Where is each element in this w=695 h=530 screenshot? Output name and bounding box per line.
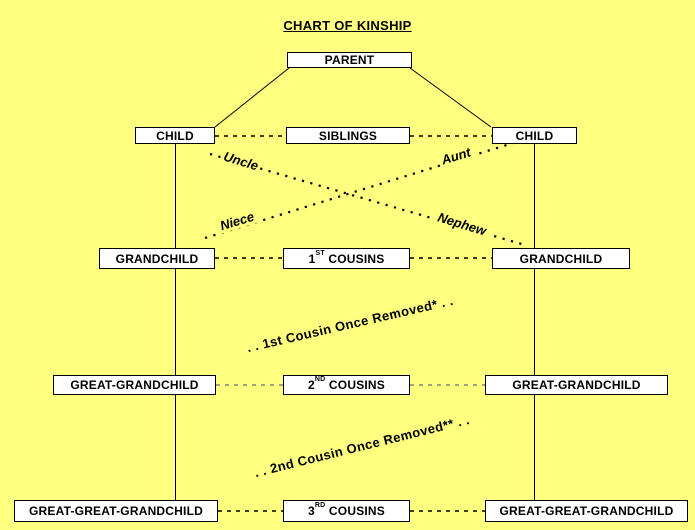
cousins1-ordinal-suffix: ST bbox=[315, 249, 325, 257]
box-child-left: CHILD bbox=[135, 127, 215, 144]
box-1st-cousins: 1ST COUSINS bbox=[283, 248, 410, 269]
box-grandchild-right-label: GRANDCHILD bbox=[519, 251, 603, 266]
box-great-great-grandchild-left: GREAT-GREAT-GRANDCHILD bbox=[14, 500, 218, 522]
box-grandchild-left-label: GRANDCHILD bbox=[115, 251, 199, 266]
box-great-great-grandchild-right: GREAT-GREAT-GRANDCHILD bbox=[485, 500, 688, 522]
box-2nd-cousins: 2ND COUSINS bbox=[283, 375, 410, 395]
box-2nd-cousins-label: 2ND COUSINS bbox=[308, 376, 385, 392]
box-great-grandchild-left: GREAT-GRANDCHILD bbox=[53, 375, 216, 395]
box-3rd-cousins: 3RD COUSINS bbox=[283, 500, 410, 522]
box-child-left-label: CHILD bbox=[156, 128, 194, 143]
niece-aunt-dotted-line bbox=[204, 138, 524, 240]
box-1st-cousins-label: 1ST COUSINS bbox=[308, 249, 385, 266]
box-siblings-label: SIBLINGS bbox=[318, 128, 378, 143]
page-title: CHART OF KINSHIP bbox=[283, 18, 412, 33]
box-siblings: SIBLINGS bbox=[286, 127, 410, 144]
box-grandchild-right: GRANDCHILD bbox=[492, 248, 630, 269]
cousins3-ordinal-suffix: RD bbox=[314, 502, 326, 509]
box-grandchild-left: GRANDCHILD bbox=[99, 248, 215, 269]
box-parent-label: PARENT bbox=[324, 53, 375, 67]
box-great-great-grandchild-right-label: GREAT-GREAT-GRANDCHILD bbox=[499, 504, 674, 518]
box-great-grandchild-left-label: GREAT-GRANDCHILD bbox=[70, 378, 199, 392]
box-great-grandchild-right: GREAT-GRANDCHILD bbox=[485, 375, 668, 395]
box-child-right-label: CHILD bbox=[515, 128, 554, 143]
parent-childleft-line bbox=[214, 67, 290, 128]
parent-childright-line bbox=[409, 67, 492, 128]
box-parent: PARENT bbox=[287, 52, 412, 68]
cousins2-ordinal-suffix: ND bbox=[314, 376, 326, 383]
box-3rd-cousins-label: 3RD COUSINS bbox=[308, 502, 385, 518]
box-child-right: CHILD bbox=[492, 127, 577, 144]
box-great-grandchild-right-label: GREAT-GRANDCHILD bbox=[512, 378, 641, 392]
box-great-great-grandchild-left-label: GREAT-GREAT-GRANDCHILD bbox=[29, 504, 203, 518]
